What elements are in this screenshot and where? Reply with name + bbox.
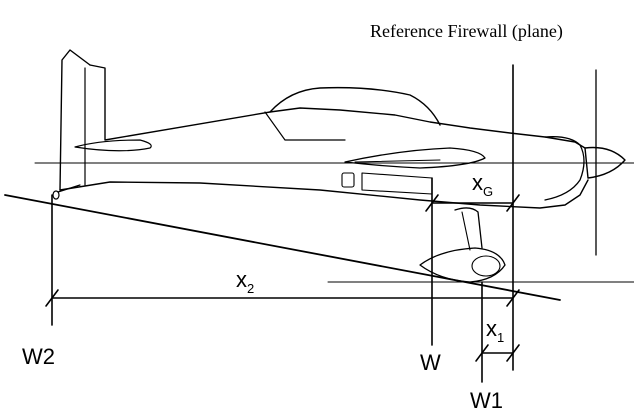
xg-tick-left [425, 194, 439, 212]
wing [344, 147, 486, 169]
w2-label: W2 [22, 344, 55, 369]
xg-tick-right [506, 194, 520, 212]
cowl-vent-1 [341, 172, 355, 188]
fuselage-top [89, 64, 586, 149]
cowl-vent-2 [361, 172, 433, 195]
x1-tick-left [475, 344, 489, 362]
wing-aileron [354, 159, 441, 163]
cowl [544, 136, 585, 201]
xg-label: xG [472, 170, 493, 199]
wheel-pant-cover [471, 255, 501, 277]
landing-gear-strut-inner [461, 211, 471, 251]
airplane-drawing [52, 49, 626, 283]
tail-wheel [57, 184, 81, 193]
reference-firewall-label: Reference Firewall (plane) [370, 21, 563, 42]
w-label: W [420, 350, 441, 375]
landing-gear-strut [454, 207, 483, 249]
reference-lines [4, 64, 634, 383]
x1-label: x1 [486, 316, 504, 345]
canopy-frame [264, 111, 346, 141]
x2-tick-right [506, 289, 520, 307]
dimension-lines [45, 194, 520, 362]
x1-tick-right [506, 344, 520, 362]
w1-label: W1 [470, 388, 503, 413]
x2-tick-left [45, 289, 59, 307]
canopy [269, 86, 441, 126]
x2-label: x2 [236, 267, 254, 296]
tail-wheel-disc [52, 190, 60, 200]
horizontal-stabilizer [74, 139, 152, 152]
vertical-tail [59, 49, 91, 191]
